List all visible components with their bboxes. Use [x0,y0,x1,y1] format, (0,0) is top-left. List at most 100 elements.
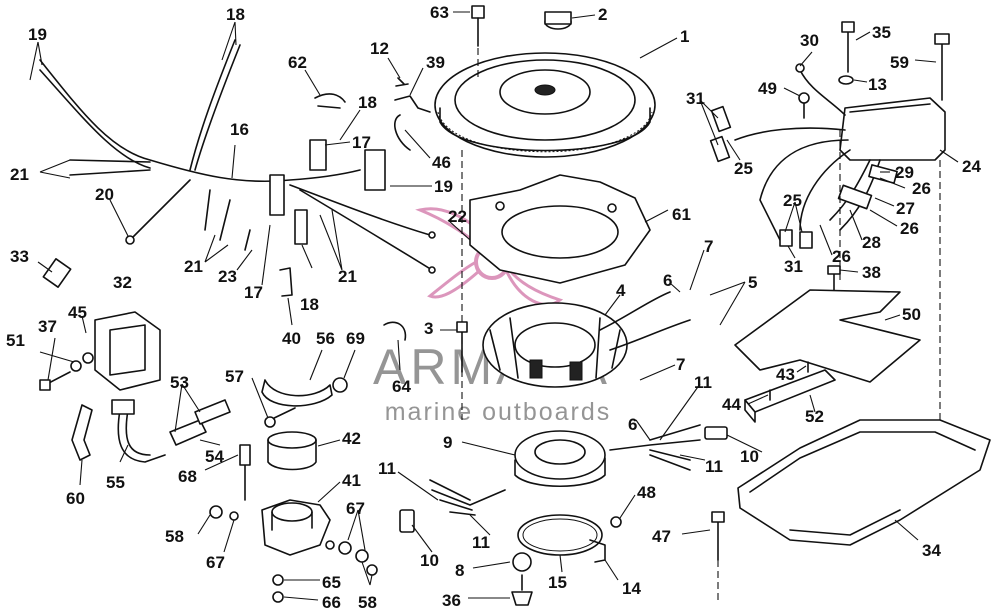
callout-35: 35 [872,23,891,42]
callout-7: 7 [704,237,713,256]
callout-18: 18 [226,5,245,24]
callout-32: 32 [113,273,132,292]
terminal-cap [512,552,532,572]
charge-coil [514,430,606,487]
callout-16: 16 [230,120,249,139]
callout-19: 19 [434,177,453,196]
callout-14: 14 [622,579,641,598]
callout-52: 52 [805,407,824,426]
wire-retainer [394,114,411,151]
callout-67: 67 [206,553,225,572]
callout-18: 18 [358,93,377,112]
callout-44: 44 [722,395,741,414]
callout-48: 48 [637,483,656,502]
timer-nut-right-1 [338,541,352,555]
ground-strap [71,404,93,461]
callout-15: 15 [548,573,567,592]
callout-67: 67 [346,499,365,518]
clamp-nut [332,377,348,393]
terminal-plug-left [399,509,415,533]
flywheel-nut [544,11,572,30]
callout-54: 54 [205,447,224,466]
callout-33: 33 [10,247,29,266]
coil-lead-wires [429,479,506,516]
callout-45: 45 [68,303,87,322]
ignition-coil-module [94,311,161,391]
callout-46: 46 [432,153,451,172]
callout-65: 65 [322,573,341,592]
timer-nut-left [209,505,223,519]
callout-18: 18 [300,295,319,314]
insulation-shield [734,289,921,383]
callout-66: 66 [322,593,341,612]
callout-28: 28 [862,233,881,252]
ground-screw [383,321,407,341]
flywheel-bolt [471,5,485,47]
callout-10: 10 [420,551,439,570]
callout-21: 21 [10,165,29,184]
terminal-block [744,369,836,423]
coil-clamp [261,379,333,407]
lower-nut [272,591,284,603]
callout-68: 68 [178,467,197,486]
callout-8: 8 [455,561,464,580]
callout-24: 24 [962,157,981,176]
timer-base [261,499,331,556]
callout-5: 5 [748,273,757,292]
retaining-ring [517,514,603,556]
callout-21: 21 [184,257,203,276]
power-pack-leads [709,105,898,249]
callout-9: 9 [443,433,452,452]
wire-bracket-small [279,267,293,297]
callout-58: 58 [358,593,377,612]
power-pack-washer [838,75,854,85]
callout-57: 57 [225,367,244,386]
callout-43: 43 [776,365,795,384]
callout-62: 62 [288,53,307,72]
terminal-stud [511,591,533,606]
callout-69: 69 [346,329,365,348]
ring-clip [589,539,606,563]
callout-6: 6 [628,415,637,434]
coil-bolt-set [39,352,94,391]
callout-20: 20 [95,185,114,204]
ground-wire [799,69,846,116]
callout-31: 31 [784,257,803,276]
callout-53: 53 [170,373,189,392]
callout-12: 12 [370,39,389,58]
callout-6: 6 [663,271,672,290]
callout-55: 55 [106,473,125,492]
callout-37: 37 [38,317,57,336]
callout-39: 39 [426,53,445,72]
callout-10: 10 [740,447,759,466]
callout-36: 36 [442,591,461,610]
callout-26: 26 [900,219,919,238]
callout-61: 61 [672,205,691,224]
callout-63: 63 [430,3,449,22]
stator-mount-plate [469,174,651,284]
armature-base-plate [737,419,991,546]
callout-50: 50 [902,305,921,324]
callout-31: 31 [686,89,705,108]
callout-17: 17 [352,133,371,152]
callout-11: 11 [378,459,396,478]
callout-27: 27 [896,199,915,218]
callout-49: 49 [758,79,777,98]
wire-clip [314,93,346,109]
stator [482,291,691,388]
callout-11: 11 [472,533,490,552]
callout-47: 47 [652,527,671,546]
callout-26: 26 [912,179,931,198]
callout-25: 25 [783,191,802,210]
ring-screw [610,516,622,528]
callout-60: 60 [66,489,85,508]
callout-41: 41 [342,471,361,490]
spark-plug-leads [111,399,231,463]
power-pack [839,97,946,161]
callout-1: 1 [680,27,689,46]
callout-40: 40 [282,329,301,348]
callout-30: 30 [800,31,819,50]
wire-plug [42,258,72,288]
